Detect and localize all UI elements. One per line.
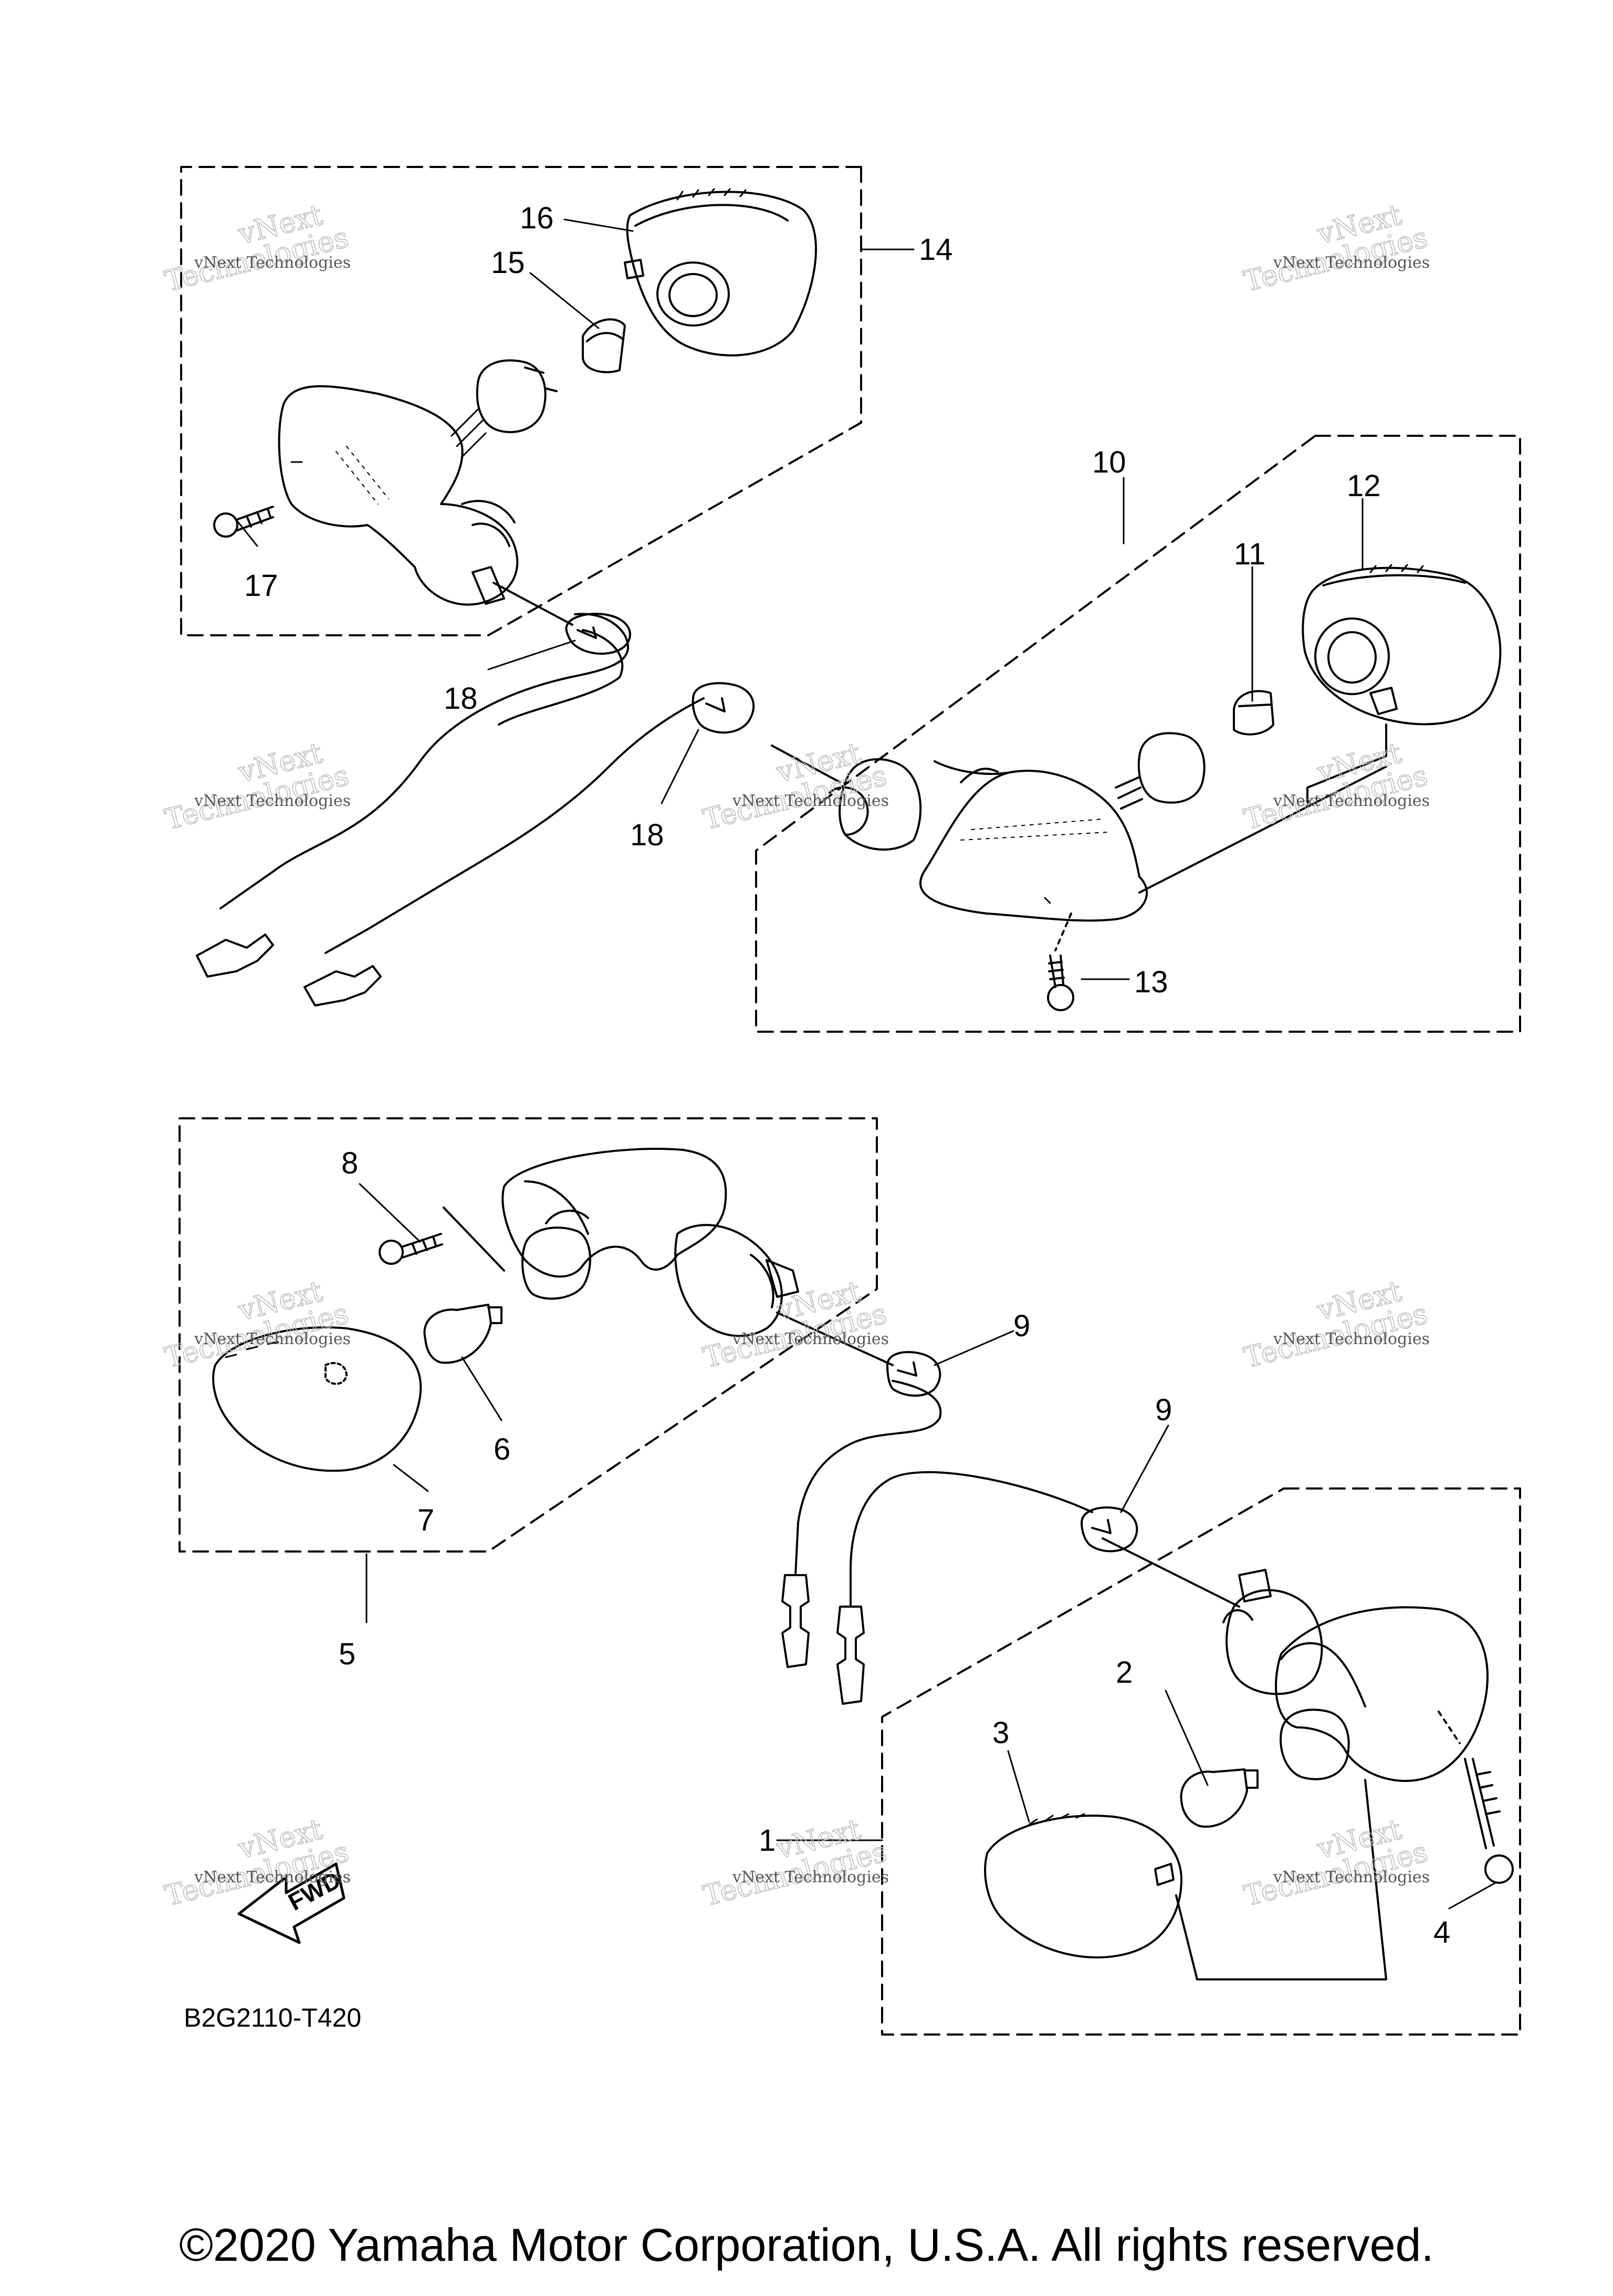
lead-wires-14 <box>219 582 705 954</box>
turn-signal-lens-3 <box>984 1813 1182 1959</box>
bulb-2 <box>1180 1768 1259 1828</box>
screw-17 <box>213 461 303 538</box>
callout-18b: 18 <box>630 818 664 852</box>
screw-8 <box>379 1207 579 1272</box>
svg-text:vNext Technologies: vNext Technologies <box>194 1330 351 1348</box>
turn-signal-lens-14 <box>624 188 817 357</box>
callout-5: 5 <box>339 1637 355 1671</box>
socket-5 <box>521 1210 591 1300</box>
callout-1: 1 <box>759 1823 776 1858</box>
callout-6: 6 <box>494 1432 510 1466</box>
callout-9b: 9 <box>1155 1393 1172 1427</box>
bulb-6 <box>423 1304 502 1364</box>
screw-13 <box>1047 955 1074 1011</box>
assembly-box-5 <box>179 1117 878 1553</box>
callout-14: 14 <box>919 233 953 267</box>
callout-2: 2 <box>1116 1655 1133 1690</box>
wire-holder-18a <box>565 613 631 655</box>
callout-4: 4 <box>1433 1915 1450 1949</box>
svg-text:vNext Technologies: vNext Technologies <box>194 792 351 810</box>
callout-3: 3 <box>992 1716 1009 1750</box>
bracket-lines-10 <box>771 724 1387 951</box>
callout-8: 8 <box>341 1146 358 1180</box>
leader-lines <box>235 218 1497 1910</box>
callout-16: 16 <box>520 201 554 235</box>
callout-10: 10 <box>1092 445 1126 479</box>
screw-4 <box>1464 1758 1514 1884</box>
turn-signal-lens-12 <box>1302 564 1502 726</box>
callout-17: 17 <box>244 569 278 603</box>
wire-holder-9a <box>886 1351 941 1397</box>
housing-5 <box>501 1148 799 1337</box>
svg-text:vNext Technologies: vNext Technologies <box>732 1868 889 1886</box>
callout-11: 11 <box>1234 537 1265 571</box>
callout-12: 12 <box>1347 469 1381 503</box>
socket-14 <box>476 359 558 434</box>
bullet-connectors-top <box>196 934 382 1007</box>
callout-labels: 1 2 3 4 5 6 7 8 9 9 10 11 12 13 14 15 16… <box>244 201 1450 1949</box>
bulb-11 <box>1233 690 1274 736</box>
housing-1 <box>1222 1569 1489 1782</box>
wire-holder-9b <box>1081 1506 1138 1553</box>
socket-1 <box>1280 1708 1350 1780</box>
callout-7: 7 <box>417 1503 434 1537</box>
svg-text:vNext Technologies: vNext Technologies <box>732 1330 889 1348</box>
wire-holder-18b <box>692 682 755 734</box>
bulb-15 <box>582 318 626 373</box>
callout-9a: 9 <box>1013 1309 1030 1343</box>
callout-15: 15 <box>491 246 525 280</box>
svg-text:vNext Technologies: vNext Technologies <box>194 1868 351 1886</box>
turn-signal-lens-7 <box>212 1326 422 1472</box>
assembly-box-10 <box>755 435 1521 1033</box>
svg-text:vNext Technologies: vNext Technologies <box>194 254 351 272</box>
callout-18a: 18 <box>444 682 478 716</box>
svg-text:vNext Technologies: vNext Technologies <box>1273 254 1430 272</box>
housing-10 <box>829 758 1148 922</box>
copyright-notice: ©2020 Yamaha Motor Corporation, U.S.A. A… <box>179 2219 1434 2271</box>
bracket-lines-1 <box>1102 1537 1387 1980</box>
svg-text:vNext Technologies: vNext Technologies <box>1273 1868 1430 1886</box>
assembly-box-14 <box>180 166 862 636</box>
diagram-code: B2G2110-T420 <box>184 2003 361 2032</box>
svg-text:vNext Technologies: vNext Technologies <box>732 792 889 810</box>
socket-10 <box>1115 732 1206 810</box>
lead-wires-5 <box>776 1312 1093 1608</box>
housing-14 <box>278 385 519 606</box>
assembly-box-1 <box>881 1487 1521 2036</box>
bullet-connectors-bottom <box>781 1574 865 1705</box>
svg-text:vNext Technologies: vNext Technologies <box>1273 1330 1430 1348</box>
svg-text:vNext Technologies: vNext Technologies <box>1273 792 1430 810</box>
callout-13: 13 <box>1134 965 1168 999</box>
